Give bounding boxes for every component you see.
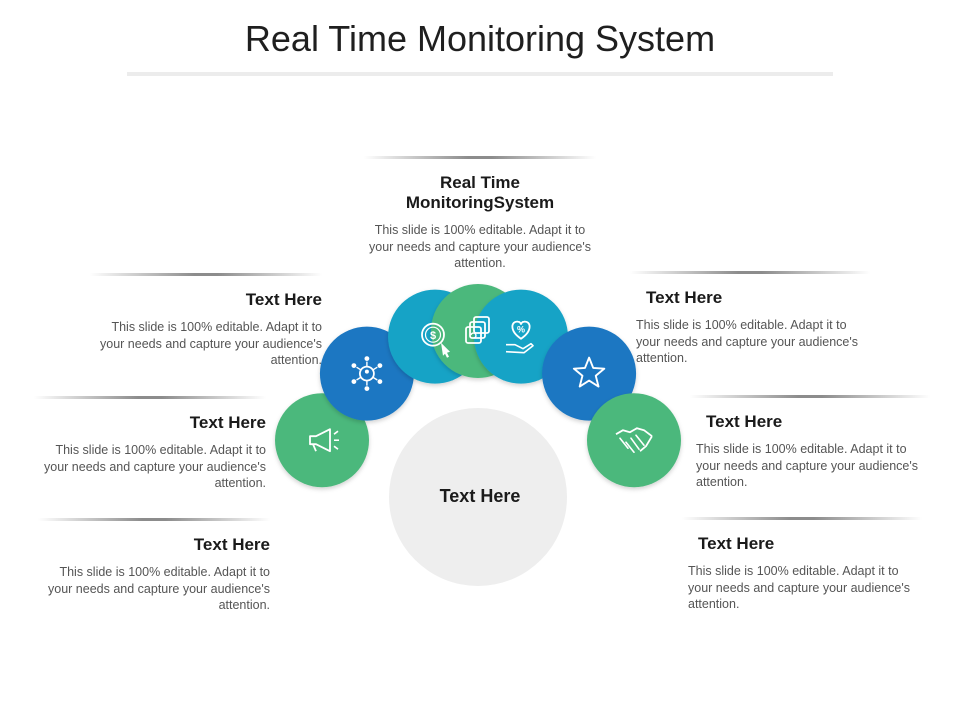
block-left-2-rule xyxy=(34,396,266,399)
block-left-1-body: This slide is 100% editable. Adapt it to… xyxy=(100,320,322,367)
segment-circle xyxy=(586,393,681,488)
block-right-2-body: This slide is 100% editable. Adapt it to… xyxy=(696,442,918,489)
megaphone-icon xyxy=(309,428,339,453)
block-left-3-body: This slide is 100% editable. Adapt it to… xyxy=(48,565,270,612)
copy-documents-icon xyxy=(465,316,490,344)
block-top-rule xyxy=(364,156,596,159)
block-left-2-heading: Text Here xyxy=(189,413,266,432)
block-right-2-rule xyxy=(690,395,930,398)
center-circle xyxy=(389,408,567,586)
block-right-3-heading: Text Here xyxy=(698,534,775,553)
block-right-1: Text Here This slide is 100% editable. A… xyxy=(630,271,870,367)
block-left-3-rule xyxy=(38,518,270,521)
block-left-2: Text Here This slide is 100% editable. A… xyxy=(34,396,266,492)
dollar-search-icon: $ xyxy=(421,322,450,358)
svg-text:%: % xyxy=(517,325,525,335)
block-right-1-body: This slide is 100% editable. Adapt it to… xyxy=(636,318,858,365)
block-left-1-rule xyxy=(90,273,322,276)
segments-group xyxy=(275,284,681,488)
center-label: Text Here xyxy=(439,486,521,506)
block-right-2: Text Here This slide is 100% editable. A… xyxy=(690,395,930,491)
heart-percent-hand-icon: % xyxy=(505,320,534,354)
handshake-icon xyxy=(615,427,653,454)
star-icon xyxy=(572,356,606,388)
block-right-3: Text Here This slide is 100% editable. A… xyxy=(682,517,922,613)
block-left-1-heading: Text Here xyxy=(245,290,322,309)
block-left-2-body: This slide is 100% editable. Adapt it to… xyxy=(44,443,266,490)
network-user-icon xyxy=(351,356,383,391)
title-divider xyxy=(127,72,833,76)
segment-circle xyxy=(542,326,637,421)
svg-text:$: $ xyxy=(430,330,436,342)
block-right-1-rule xyxy=(630,271,870,274)
block-right-3-rule xyxy=(682,517,922,520)
block-right-1-heading: Text Here xyxy=(646,288,723,307)
block-right-3-body: This slide is 100% editable. Adapt it to… xyxy=(688,564,910,611)
block-left-3-heading: Text Here xyxy=(193,535,270,554)
block-top-heading: Real Time MonitoringSystem xyxy=(405,173,555,212)
block-left-1: Text Here This slide is 100% editable. A… xyxy=(90,273,322,369)
segment-circle xyxy=(275,393,370,488)
block-top-body: This slide is 100% editable. Adapt it to… xyxy=(369,223,591,270)
block-top: Real Time MonitoringSystem This slide is… xyxy=(364,156,596,272)
block-left-3: Text Here This slide is 100% editable. A… xyxy=(38,518,270,614)
page-title: Real Time Monitoring System xyxy=(244,18,716,59)
icons-group: $% xyxy=(309,316,653,454)
block-right-2-heading: Text Here xyxy=(706,412,783,431)
